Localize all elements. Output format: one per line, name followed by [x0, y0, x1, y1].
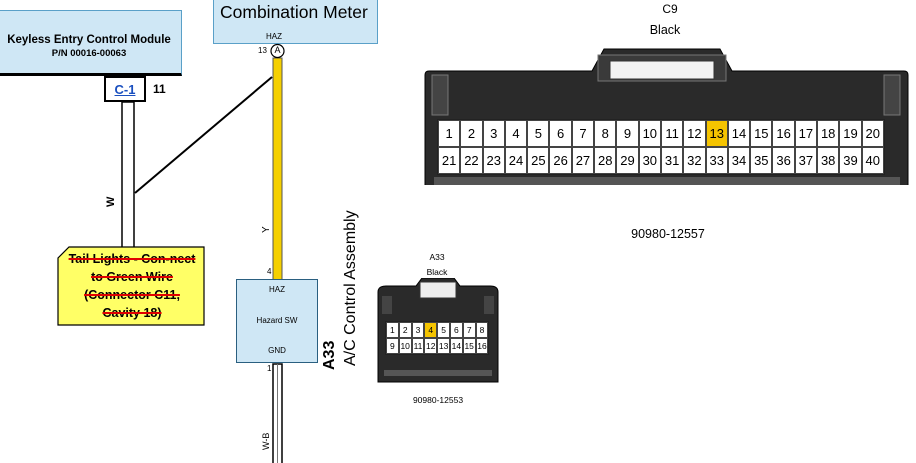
c9-pin: 7: [571, 120, 595, 147]
hazard-switch-gnd: GND: [268, 346, 286, 355]
c9-pin-highlighted: 13: [705, 120, 728, 147]
c9-pin: 37: [794, 147, 818, 174]
c9-pin: 12: [683, 120, 706, 147]
c9-pin: 10: [638, 120, 661, 147]
a33-pin: 11: [411, 338, 425, 354]
c9-pin: 19: [839, 120, 862, 147]
c9-pin: 1: [438, 120, 461, 147]
c9-pin: 31: [660, 147, 684, 174]
c9-pin: 38: [817, 147, 840, 174]
a33-pin: 2: [398, 322, 412, 338]
a33-pin: 7: [462, 322, 476, 338]
connector-c1-tag: C-1: [104, 76, 146, 102]
wire-white: [121, 101, 135, 253]
wire-color-w-b: W-B: [261, 432, 271, 450]
note-text: Tail Lights - Con-nect to Green Wire (Co…: [68, 252, 196, 320]
connector-c9-part-number: 90980-12557: [631, 227, 705, 241]
a33-pin: 8: [475, 322, 489, 338]
connector-a-letter: A: [274, 45, 281, 55]
combination-meter-pin: 13: [258, 46, 267, 55]
note-shape: [57, 246, 205, 326]
connector-a33-part-number: 90980-12553: [412, 395, 464, 405]
a33-pin-highlighted: 4: [424, 322, 438, 338]
wire-yellow: [272, 57, 283, 281]
a33-pin: 15: [462, 338, 476, 354]
c9-pin: 24: [504, 147, 528, 174]
connector-c9-color: Black: [649, 23, 681, 37]
leader-line: [134, 76, 273, 194]
connector-a33-name: A33: [429, 252, 445, 262]
connector-a-circle: [270, 43, 285, 59]
ac-assembly-name: A/C Control Assembly: [342, 210, 359, 366]
hazard-switch-pin-top: 4: [267, 267, 272, 276]
c9-pin: 34: [727, 147, 751, 174]
c9-pin: 15: [750, 120, 773, 147]
c9-pin: 14: [727, 120, 751, 147]
connector-c9-name: C9: [662, 2, 678, 16]
c9-pin: 16: [772, 120, 795, 147]
a33-pin: 10: [398, 338, 412, 354]
hazard-switch-haz: HAZ: [269, 285, 285, 294]
connector-a33-color: Black: [426, 267, 448, 277]
a33-pin: 1: [386, 322, 399, 338]
c9-pin: 36: [772, 147, 795, 174]
wire-color-y: Y: [261, 226, 272, 233]
c9-pin: 8: [594, 120, 617, 147]
c9-pin: 27: [571, 147, 595, 174]
c9-pin: 17: [794, 120, 818, 147]
connector-a33-pins: 1 2 3 4 5 6 7 8 9 10 11 12 13 14 15 16: [385, 321, 490, 355]
keyless-module-box: Keyless Entry Control Module P/N 00016-0…: [0, 10, 182, 76]
c9-pin: 30: [638, 147, 661, 174]
c9-pin: 26: [549, 147, 572, 174]
hazard-switch-box: HAZ Hazard SW GND: [236, 279, 318, 363]
a33-pin: 16: [475, 338, 489, 354]
c9-pin: 3: [482, 120, 505, 147]
hazard-switch-label: Hazard SW: [256, 316, 298, 325]
combination-meter-title: Combination Meter: [220, 2, 368, 22]
c9-pin: 33: [705, 147, 728, 174]
c9-pin: 5: [527, 120, 550, 147]
c9-pin: 2: [460, 120, 483, 147]
c9-pin: 6: [549, 120, 572, 147]
c9-pin: 39: [839, 147, 862, 174]
c9-pin: 23: [482, 147, 505, 174]
a33-pin: 6: [449, 322, 463, 338]
wire-color-w: W: [105, 196, 117, 207]
a33-pin: 12: [424, 338, 438, 354]
a33-pin: 3: [411, 322, 425, 338]
a33-pin: 9: [386, 338, 399, 354]
c9-pin: 25: [527, 147, 550, 174]
c9-pin: 20: [861, 120, 884, 147]
c9-pin: 32: [683, 147, 706, 174]
combination-meter-terminal: HAZ: [266, 32, 282, 41]
c9-pin: 9: [616, 120, 639, 147]
a33-pin: 14: [449, 338, 463, 354]
c9-pin: 18: [817, 120, 840, 147]
ac-assembly-code: A33: [321, 340, 338, 370]
combination-meter-box: Combination Meter HAZ: [213, 0, 378, 44]
c9-pin: 21: [438, 147, 461, 174]
a33-pin: 13: [437, 338, 450, 354]
c9-pin: 28: [594, 147, 617, 174]
c9-pin: 11: [660, 120, 684, 147]
a33-pin: 5: [437, 322, 450, 338]
c9-pin: 35: [750, 147, 773, 174]
c9-pin: 22: [460, 147, 483, 174]
hazard-switch-pin-bottom: 1: [267, 364, 272, 373]
c9-pin: 4: [504, 120, 528, 147]
keyless-module-part-number: P/N 00016-00063: [51, 48, 127, 59]
keyless-module-title: Keyless Entry Control Module: [7, 34, 171, 46]
c9-pin: 29: [616, 147, 639, 174]
connector-c1-pin: 11: [153, 82, 166, 96]
connector-c1-label: C-1: [114, 82, 136, 97]
connector-c9-pins: 1 2 3 4 5 6 7 8 9 10 11 12 13 14 15 16 1…: [437, 119, 885, 175]
c9-pin: 40: [861, 147, 884, 174]
